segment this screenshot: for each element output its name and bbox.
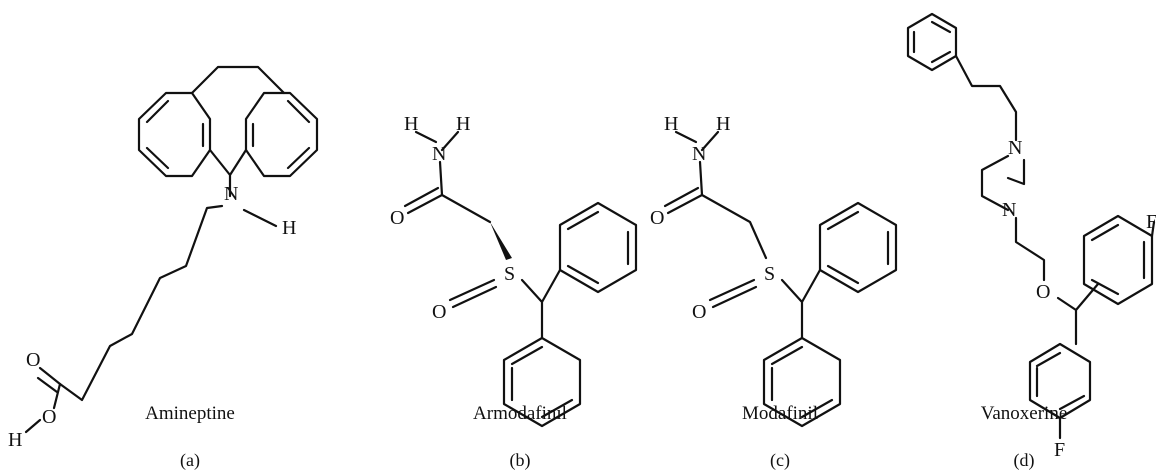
compound-name: Vanoxerine (980, 403, 1068, 424)
atom-H: H (8, 429, 22, 451)
compound-name: Amineptine (145, 403, 235, 424)
amineptine-structure: N H O O H (8, 65, 319, 451)
atom-F: F (1054, 439, 1065, 461)
atom-H: H (404, 113, 418, 135)
vanoxerine-structure: N N O F F (906, 12, 1156, 461)
bond (438, 160, 492, 224)
phenyl-inner (1035, 351, 1086, 411)
bond (36, 366, 62, 410)
bond (58, 204, 224, 402)
atom-O: O (42, 406, 56, 428)
atom-O: O (650, 207, 664, 229)
panel-label: (a) (180, 450, 200, 470)
bond (1056, 282, 1100, 346)
panel-vanoxerine: N N O F F Vanoxerine (d) (900, 0, 1156, 474)
bond (1014, 216, 1046, 282)
atom-O: O (390, 207, 404, 229)
bond (1150, 220, 1156, 238)
atom-H: H (456, 113, 470, 135)
bond (403, 186, 444, 215)
atom-O: O (1036, 281, 1050, 303)
bond (208, 148, 248, 198)
atom-O: O (432, 301, 446, 323)
atom-N: N (692, 143, 706, 165)
panel-label: (b) (509, 450, 531, 470)
phenyl-inner (1090, 223, 1146, 296)
ring-left (137, 91, 212, 178)
phenyl-ring (502, 336, 582, 428)
bond (24, 418, 42, 434)
bond (708, 278, 758, 309)
ring-right (244, 91, 319, 178)
ring-left-inner (145, 99, 205, 170)
phenyl-ring (558, 201, 638, 294)
modafinil-structure: H H N O S O (650, 113, 898, 428)
phenyl-ring (818, 201, 898, 294)
atom-F: F (1146, 211, 1156, 233)
atom-H: H (282, 217, 296, 239)
atom-N: N (432, 143, 446, 165)
compound-name: Modafinil (742, 403, 818, 424)
bond (663, 186, 704, 215)
bond (698, 160, 768, 260)
panel-modafinil: H H N O S O Modafinil (c) (640, 0, 900, 474)
atom-S: S (764, 263, 775, 285)
bond (520, 268, 562, 340)
piperazine-ring (980, 154, 1026, 212)
armodafinil-structure: H H N O S O (390, 113, 638, 428)
bond (954, 54, 1018, 142)
panel-label: (c) (770, 450, 790, 470)
phenyl-inner (566, 210, 630, 285)
atom-N: N (224, 183, 238, 205)
atom-O: O (26, 349, 40, 371)
bond (414, 130, 460, 152)
phenyl-inner (826, 210, 890, 285)
bond (674, 130, 720, 152)
phenyl-ring (762, 336, 842, 428)
phenyl-ring (1082, 214, 1154, 306)
bond (780, 268, 822, 340)
atom-N: N (1002, 199, 1016, 221)
bond (190, 65, 286, 95)
atom-O: O (692, 301, 706, 323)
compound-name: Armodafinil (473, 403, 567, 424)
bond (242, 208, 278, 228)
wedge-bond (490, 222, 512, 260)
bond (448, 278, 498, 309)
ring-right-inner (251, 99, 311, 170)
phenyl-inner (912, 20, 952, 64)
panel-amineptine: N H O O H Amineptine (a) (0, 0, 319, 474)
phenyl-inner (770, 345, 834, 419)
atom-H: H (664, 113, 678, 135)
phenyl-inner (510, 345, 574, 419)
panel-label: (d) (1013, 450, 1035, 470)
panel-armodafinil: H H N O S O Armodafinil (b) (380, 0, 640, 474)
atom-H: H (716, 113, 730, 135)
atom-N: N (1008, 137, 1022, 159)
atom-S: S (504, 263, 515, 285)
